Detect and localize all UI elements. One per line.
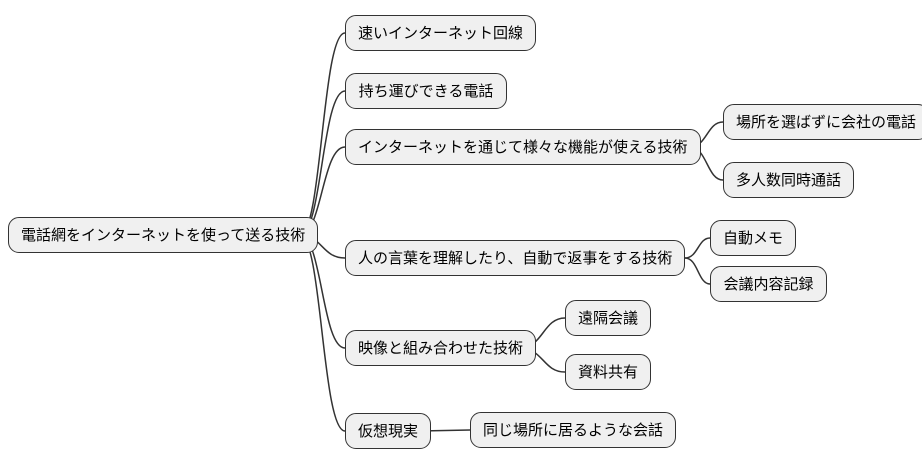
mindmap-node-label: インターネットを通じて様々な機能が使える技術 (358, 138, 688, 156)
connector-root-to-portable-phone (299, 90, 346, 236)
mindmap-node-label: 映像と組み合わせた技術 (358, 339, 524, 357)
mindmap-node-fast-internet-line: 速いインターネット回線 (345, 15, 537, 51)
mindmap-node-label: 資料共有 (578, 363, 639, 381)
mindmap-node-label: 多人数同時通話 (736, 171, 842, 189)
mindmap-node-portable-phone: 持ち運びできる電話 (345, 73, 507, 109)
mindmap-node-label: 自動メモ (723, 229, 784, 247)
connector-root-to-fast-internet-line (299, 32, 346, 236)
mindmap-node-label: 速いインターネット回線 (358, 24, 524, 42)
mindmap-node-label: 遠隔会議 (578, 309, 639, 327)
mindmap-root-node: 電話網をインターネットを使って送る技術 (8, 217, 319, 253)
mindmap-node-speech-ai: 人の言葉を理解したり、自動で返事をする技術 (345, 240, 686, 276)
mindmap-node-same-place-conversation: 同じ場所に居るような会話 (470, 412, 677, 448)
mindmap-node-multi-party-call: 多人数同時通話 (723, 162, 855, 198)
mindmap-node-label: 同じ場所に居るような会話 (483, 421, 664, 439)
mindmap-node-remote-meeting: 遠隔会議 (565, 300, 652, 336)
mindmap-node-virtual-reality: 仮想現実 (345, 413, 432, 449)
mindmap-node-label: 場所を選ばずに会社の電話 (736, 113, 917, 131)
connector-speech-ai-to-auto-memo (684, 237, 711, 259)
connector-speech-ai-to-meeting-record (684, 257, 711, 285)
mindmap-node-meeting-record: 会議内容記録 (710, 266, 827, 302)
mindmap-node-label: 仮想現実 (358, 422, 419, 440)
mindmap-node-internet-features: インターネットを通じて様々な機能が使える技術 (345, 129, 701, 165)
mindmap-node-document-sharing: 資料共有 (565, 354, 652, 390)
mindmap-node-label: 人の言葉を理解したり、自動で返事をする技術 (358, 249, 673, 267)
connector-root-to-virtual-reality (299, 234, 346, 432)
mindmap-node-office-phone-anywhere: 場所を選ばずに会社の電話 (723, 104, 922, 140)
mindmap-node-video-combined: 映像と組み合わせた技術 (345, 330, 537, 366)
mindmap-node-label: 持ち運びできる電話 (358, 82, 494, 100)
mindmap-node-auto-memo: 自動メモ (710, 220, 797, 256)
mindmap-root-label: 電話網をインターネットを使って送る技術 (21, 226, 306, 244)
mindmap-node-label: 会議内容記録 (723, 275, 814, 293)
